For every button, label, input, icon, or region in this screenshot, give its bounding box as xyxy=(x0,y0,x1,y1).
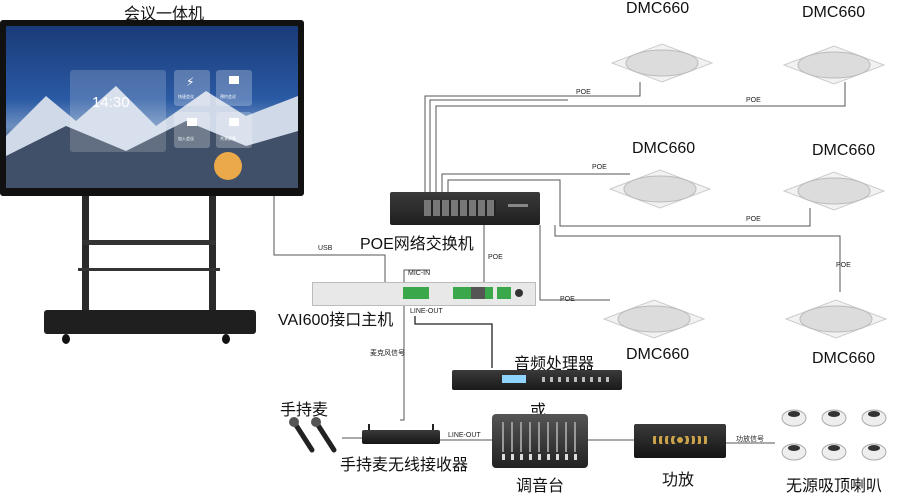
mixer-device xyxy=(492,414,588,468)
speaker-6-label: DMC660 xyxy=(812,350,876,367)
join-icon xyxy=(187,118,197,126)
vai600-label: VAI600接口主机 xyxy=(278,312,394,329)
display-wheel-right xyxy=(222,334,230,344)
mixer-knobs xyxy=(502,454,578,460)
amp-knobs xyxy=(652,436,708,444)
passive-speakers-group xyxy=(778,404,890,470)
ceiling-speaker-icon xyxy=(608,169,712,209)
vai600-ports-green-3 xyxy=(497,287,511,299)
vai600-power xyxy=(515,289,523,297)
ceiling-speaker-icon xyxy=(782,45,886,85)
speaker-3 xyxy=(604,168,716,210)
screen-tile-4: 共享屏幕 xyxy=(216,112,252,148)
audio-processor-label: 音频处理器 xyxy=(514,356,595,373)
display-stand-base xyxy=(44,310,256,334)
speaker-5 xyxy=(598,298,710,340)
poe-switch-label: POE网络交换机 xyxy=(360,236,474,253)
poe-label-7: POE xyxy=(488,254,503,261)
poe-label-4: POE xyxy=(746,216,761,223)
microphone-icon xyxy=(289,417,337,453)
vai600-device xyxy=(312,282,536,306)
wire-switch-spk5 xyxy=(539,225,610,301)
conference-display: 14:30 ⚡ 快速会议 预约会议 加入会议 共享屏幕 xyxy=(0,20,304,196)
display-stand-left-pole xyxy=(82,196,89,310)
share-icon xyxy=(229,118,239,126)
mic-in-label: MIC-IN xyxy=(408,270,431,277)
wire-switch-spk3 xyxy=(441,173,630,192)
screen-tile-3: 加入会议 xyxy=(174,112,210,148)
wire-switch-spk4 xyxy=(447,179,811,227)
wire-mic-in xyxy=(400,269,430,421)
poe-label-5: POE xyxy=(836,262,851,269)
receiver-antenna-left xyxy=(368,424,370,430)
mixer-label: 调音台 xyxy=(516,478,565,495)
mixer-faders xyxy=(502,422,578,452)
usb-label: USB xyxy=(318,245,333,252)
conference-display-label: 会议一体机 xyxy=(124,6,205,23)
line-out-label: LINE-OUT xyxy=(410,308,443,315)
handheld-mic-label: 手持麦 xyxy=(280,402,329,419)
wire-switch-spk1b xyxy=(429,99,568,192)
screen-time: 14:30 xyxy=(92,94,130,111)
processor-knobs xyxy=(542,377,612,382)
tile-label-3: 加入会议 xyxy=(178,136,194,141)
speaker-5-label: DMC660 xyxy=(626,346,690,363)
tile-label-1: 快速会议 xyxy=(178,94,194,99)
speaker-4-label: DMC660 xyxy=(812,142,876,159)
display-stand-crossbar-2 xyxy=(78,268,220,271)
speaker-1-label: DMC660 xyxy=(626,0,690,17)
mountain-scene xyxy=(6,86,298,188)
wire-switch-spk2 xyxy=(435,82,846,192)
tile-label-2: 预约会议 xyxy=(220,94,236,99)
poe-label-3: POE xyxy=(592,164,607,171)
calendar-icon xyxy=(229,76,239,84)
wire-switch-spk1 xyxy=(424,82,641,192)
speaker-3-label: DMC660 xyxy=(632,140,696,157)
amp-signal-label: 功放信号 xyxy=(736,436,764,443)
poe-label-2: POE xyxy=(746,97,761,104)
wireless-receiver-device xyxy=(362,424,440,444)
wire-switch-spk6 xyxy=(554,225,841,292)
receiver-antenna-right xyxy=(432,424,434,430)
display-screen: 14:30 ⚡ 快速会议 预约会议 加入会议 共享屏幕 xyxy=(6,26,298,188)
screen-tile-2: 预约会议 xyxy=(216,70,252,106)
handheld-mics xyxy=(286,416,342,456)
ceiling-speaker-icon xyxy=(610,22,714,83)
wire-line-out-processor xyxy=(414,316,493,368)
speaker-2-label: DMC660 xyxy=(802,4,866,21)
passive-speaker-icons xyxy=(781,409,887,461)
poe-label-1: POE xyxy=(576,89,591,96)
display-stand-right-pole xyxy=(209,196,216,310)
amplifier-label: 功放 xyxy=(662,472,695,489)
screen-panel xyxy=(70,70,166,152)
tile-label-4: 共享屏幕 xyxy=(220,136,236,141)
audio-processor-device xyxy=(452,370,622,390)
ceiling-speaker-icon xyxy=(784,299,888,339)
lightning-icon: ⚡ xyxy=(186,75,195,89)
amplifier-device xyxy=(634,424,726,458)
vai600-ports-eth xyxy=(471,287,485,299)
speaker-6 xyxy=(780,298,892,340)
passive-speakers-label: 无源吸顶喇叭 xyxy=(786,478,883,495)
display-stand-crossbar xyxy=(82,240,216,245)
ceiling-speaker-icon xyxy=(782,171,886,211)
vai600-ports-green-1 xyxy=(403,287,429,299)
poe-switch-ports xyxy=(424,200,496,216)
speaker-1 xyxy=(606,22,718,84)
speaker-4 xyxy=(778,170,890,212)
mic-signal-label: 麦克风信号 xyxy=(370,350,405,357)
display-wheel-left xyxy=(62,334,70,344)
line-out-label-2: LINE-OUT xyxy=(448,432,481,439)
wire-usb xyxy=(273,195,386,282)
processor-display xyxy=(502,375,526,383)
poe-label-6: POE xyxy=(560,296,575,303)
poe-switch xyxy=(390,192,540,225)
speaker-2 xyxy=(778,44,890,86)
wireless-receiver-label: 手持麦无线接收器 xyxy=(340,457,469,474)
screen-tile-1: ⚡ 快速会议 xyxy=(174,70,210,106)
ceiling-speaker-icon xyxy=(602,299,706,339)
poe-switch-led xyxy=(508,204,528,207)
